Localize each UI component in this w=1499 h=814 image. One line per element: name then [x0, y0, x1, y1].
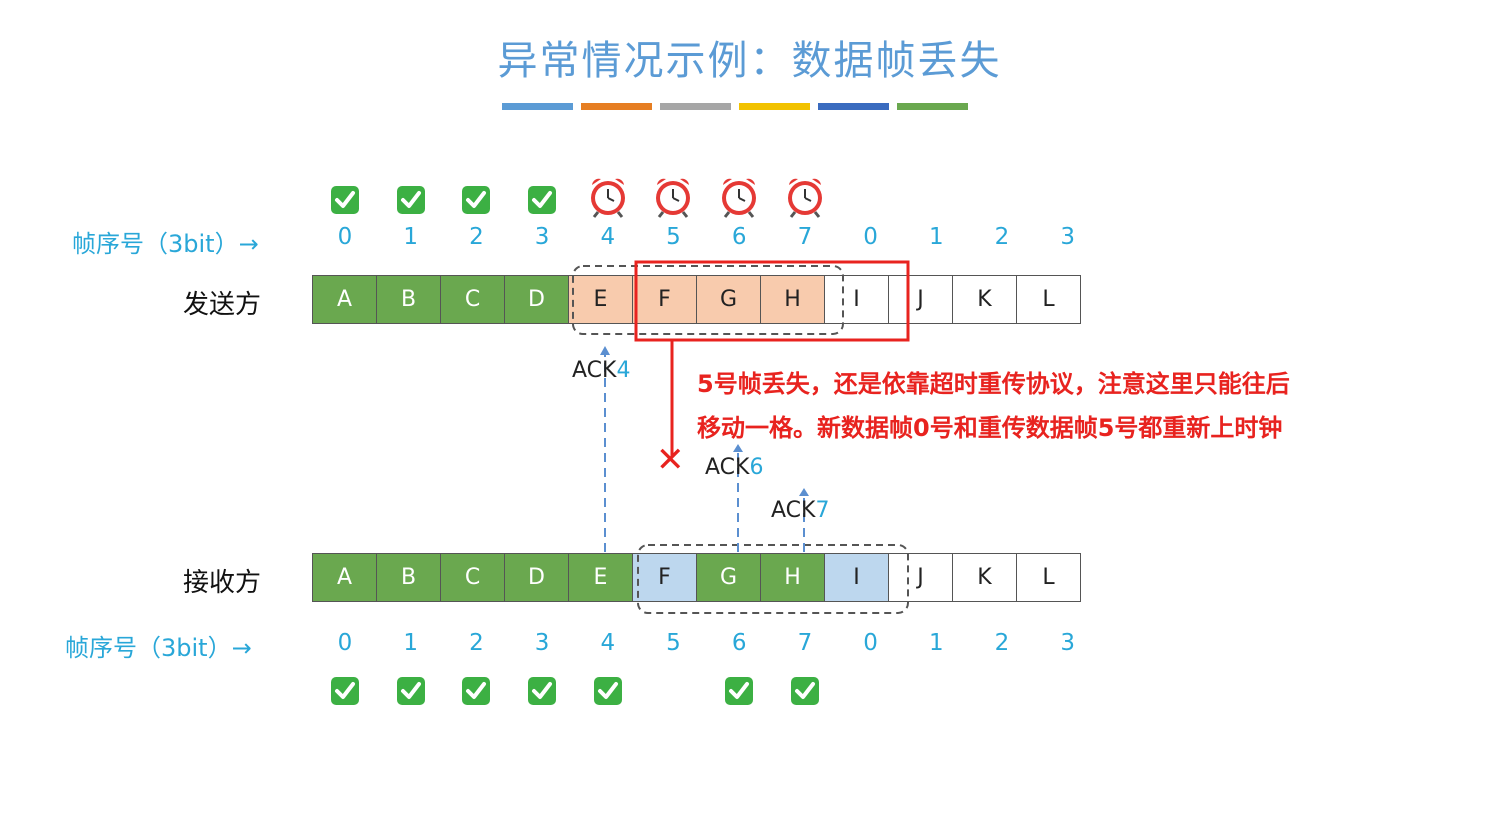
alarm-clock-icon — [717, 174, 757, 218]
receiver-frame-L: L — [1016, 553, 1081, 602]
ack4-label: ACK4 — [572, 358, 630, 383]
sender-seq-number: 7 — [797, 224, 813, 250]
check-icon — [462, 186, 491, 214]
sender-seq-number: 6 — [731, 224, 747, 250]
receiver-frame-G: G — [696, 553, 761, 602]
check-icon — [725, 677, 754, 705]
sender-frame-K: K — [952, 275, 1017, 324]
sender-frame-L: L — [1016, 275, 1081, 324]
sender-frame-I: I — [824, 275, 889, 324]
sender-seq-label: 帧序号（3bit）→ — [72, 230, 259, 258]
check-icon — [462, 677, 491, 705]
check-icon — [527, 186, 556, 214]
sender-seq-number: 0 — [337, 224, 353, 250]
ack4-arrow-head — [600, 346, 610, 355]
receiver-seq-number: 5 — [666, 630, 681, 656]
sender-seq-number: 1 — [928, 224, 944, 250]
sender-seq-number: 1 — [403, 224, 418, 250]
sender-seq-number: 3 — [534, 224, 550, 250]
check-icon — [396, 677, 425, 705]
title-bar-4 — [739, 103, 810, 110]
ack6-prefix: ACK — [705, 455, 750, 480]
sender-frame-J: J — [888, 275, 953, 324]
receiver-seq-number: 3 — [1060, 630, 1075, 656]
check-icon — [330, 677, 359, 705]
sender-frame-A: A — [312, 275, 377, 324]
title-bar-5 — [818, 103, 889, 110]
note-line-1: 5号帧丢失，还是依靠超时重传协议，注意这里只能往后 — [697, 370, 1290, 398]
receiver-seq-number: 0 — [337, 630, 353, 656]
receiver-seq-label: 帧序号（3bit）→ — [65, 634, 252, 662]
receiver-seq-number: 6 — [731, 630, 747, 656]
title-bar-6 — [897, 103, 968, 110]
receiver-frame-B: B — [376, 553, 441, 602]
sender-seq-number: 5 — [666, 224, 681, 250]
check-icon — [790, 677, 819, 705]
check-icon — [593, 677, 622, 705]
receiver-seq-number: 0 — [863, 630, 878, 656]
title-underline-bars — [502, 103, 968, 110]
sender-frame-G: G — [696, 275, 761, 324]
receiver-frame-I: I — [824, 553, 889, 602]
ack4-number: 4 — [616, 358, 631, 383]
sender-seq-number: 0 — [863, 224, 878, 250]
receiver-seq-number: 4 — [600, 630, 616, 656]
sender-seq-number: 3 — [1060, 224, 1075, 250]
ack7-arrow-head — [799, 488, 809, 496]
sender-frame-D: D — [504, 275, 569, 324]
ack4-prefix: ACK — [572, 358, 617, 383]
sender-frame-H: H — [760, 275, 825, 324]
sender-frame-C: C — [440, 275, 505, 324]
receiver-frame-D: D — [504, 553, 569, 602]
title-bar-3 — [660, 103, 731, 110]
title-bar-1 — [502, 103, 573, 110]
receiver-frame-K: K — [952, 553, 1017, 602]
receiver-frame-F: F — [632, 553, 697, 602]
ack6-label: ACK6 — [705, 455, 763, 480]
alarm-clock-icon — [651, 174, 691, 218]
receiver-seq-number: 7 — [797, 630, 813, 656]
check-icon — [527, 677, 556, 705]
lost-mark: ✕ — [656, 440, 685, 480]
sender-frame-B: B — [376, 275, 441, 324]
annotation-note: 5号帧丢失，还是依靠超时重传协议，注意这里只能往后 移动一格。新数据帧0号和重传… — [697, 362, 1290, 450]
receiver-seq-number: 1 — [403, 630, 418, 656]
receiver-seq-number: 2 — [994, 630, 1010, 656]
sender-frame-E: E — [568, 275, 633, 324]
sender-seq-number: 2 — [469, 224, 484, 250]
check-icon — [396, 186, 425, 214]
check-icon — [330, 186, 359, 214]
title-bar-2 — [581, 103, 652, 110]
sender-label: 发送方 — [183, 290, 262, 320]
alarm-clock-icon — [783, 174, 823, 218]
receiver-seq-number: 2 — [469, 630, 484, 656]
receiver-frame-A: A — [312, 553, 377, 602]
receiver-frame-C: C — [440, 553, 505, 602]
receiver-label: 接收方 — [183, 568, 262, 598]
sender-seq-number: 4 — [600, 224, 616, 250]
receiver-seq-number: 3 — [534, 630, 550, 656]
sender-frame-F: F — [632, 275, 697, 324]
alarm-clock-icon — [586, 174, 626, 218]
ack7-label: ACK7 — [771, 498, 829, 523]
receiver-frame-E: E — [568, 553, 633, 602]
ack7-prefix: ACK — [771, 498, 816, 523]
page-title: 异常情况示例：数据帧丢失 — [497, 38, 1002, 84]
ack6-number: 6 — [749, 455, 764, 480]
sender-seq-number: 2 — [994, 224, 1010, 250]
ack7-number: 7 — [815, 498, 830, 523]
note-line-2: 移动一格。新数据帧0号和重传数据帧5号都重新上时钟 — [697, 414, 1283, 442]
receiver-seq-number: 1 — [928, 630, 944, 656]
receiver-frame-H: H — [760, 553, 825, 602]
receiver-frame-J: J — [888, 553, 953, 602]
